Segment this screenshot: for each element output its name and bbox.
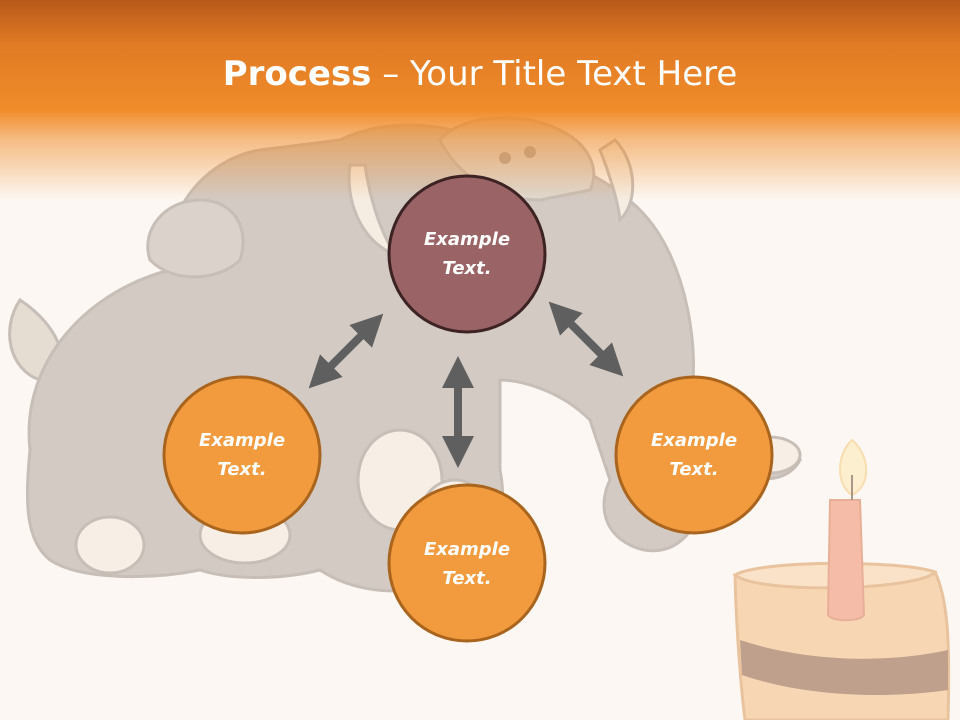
top-node-line2: Text. (442, 258, 492, 279)
top-node-label: Example Text. (389, 225, 545, 283)
right-node-line1: Example (650, 430, 738, 451)
bottom-node-line1: Example (423, 539, 511, 560)
arrow-top-right (548, 301, 624, 377)
top-node-line1: Example (423, 229, 511, 250)
slide-title-bold: Process (222, 54, 372, 94)
right-node-line2: Text. (669, 459, 719, 480)
bottom-node-circle (387, 483, 547, 643)
slide-title: Process – Your Title Text Here (0, 52, 960, 96)
arrow-top-left (308, 313, 384, 389)
left-node-circle (162, 375, 322, 535)
header-band (0, 0, 960, 200)
top-node-circle (387, 174, 547, 334)
bottom-node-label: Example Text. (389, 535, 545, 593)
left-node-label: Example Text. (164, 426, 320, 484)
left-node-line1: Example (198, 430, 286, 451)
right-node-label: Example Text. (616, 426, 772, 484)
bottom-node-line2: Text. (442, 568, 492, 589)
slide-title-rest: – Your Title Text Here (371, 54, 738, 94)
right-node-circle (614, 375, 774, 535)
cake-illustration (732, 438, 951, 720)
left-node-line2: Text. (217, 459, 267, 480)
